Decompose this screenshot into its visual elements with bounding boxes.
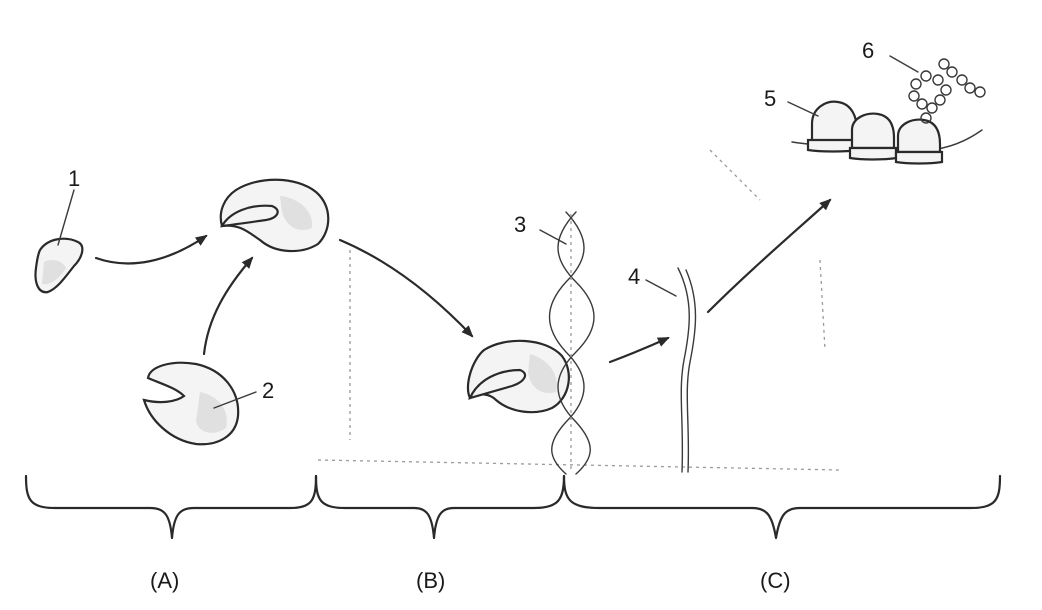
leader-line-4 (645, 279, 677, 297)
leader-line-6 (889, 55, 919, 73)
polypeptide-chain (908, 58, 986, 124)
ribosome-b-small (848, 146, 898, 161)
ribosome-on-dna (466, 339, 570, 414)
section-label-a: (A) (150, 568, 179, 593)
label-4: 4 (628, 264, 640, 289)
leader-line-2 (213, 391, 257, 409)
ribosome-c-small (894, 150, 944, 165)
arrow-2-to-ribosome (202, 256, 254, 356)
label-6: 6 (862, 38, 874, 63)
leader-line-5 (787, 101, 819, 117)
leader-line-1 (57, 189, 75, 246)
brace-a (24, 474, 318, 540)
brace-b (314, 474, 566, 540)
section-label-c: (C) (760, 568, 791, 593)
assembled-ribosome (219, 178, 330, 253)
arrow-1-to-ribosome (94, 234, 208, 265)
arrow-to-translation (706, 198, 832, 314)
label-3: 3 (514, 212, 526, 237)
section-label-b: (B) (416, 568, 445, 593)
mrna-strand (677, 267, 697, 473)
brace-c (562, 474, 1002, 540)
ribosome-b (850, 112, 896, 150)
ribosome-a (810, 100, 858, 144)
arrow-to-mrna (608, 336, 670, 364)
arrow-to-dna-ribosome (338, 238, 474, 338)
label-2: 2 (262, 378, 274, 403)
leader-line-3 (539, 229, 567, 245)
small-ribosome-subunit (34, 237, 84, 294)
dna-double-helix (548, 211, 595, 475)
large-ribosome-subunit (142, 361, 240, 446)
background-dotted-frame (317, 149, 841, 471)
label-1: 1 (68, 166, 80, 191)
translating-ribosomes (791, 100, 983, 165)
ribosome-c (896, 118, 942, 154)
label-5: 5 (764, 86, 776, 111)
